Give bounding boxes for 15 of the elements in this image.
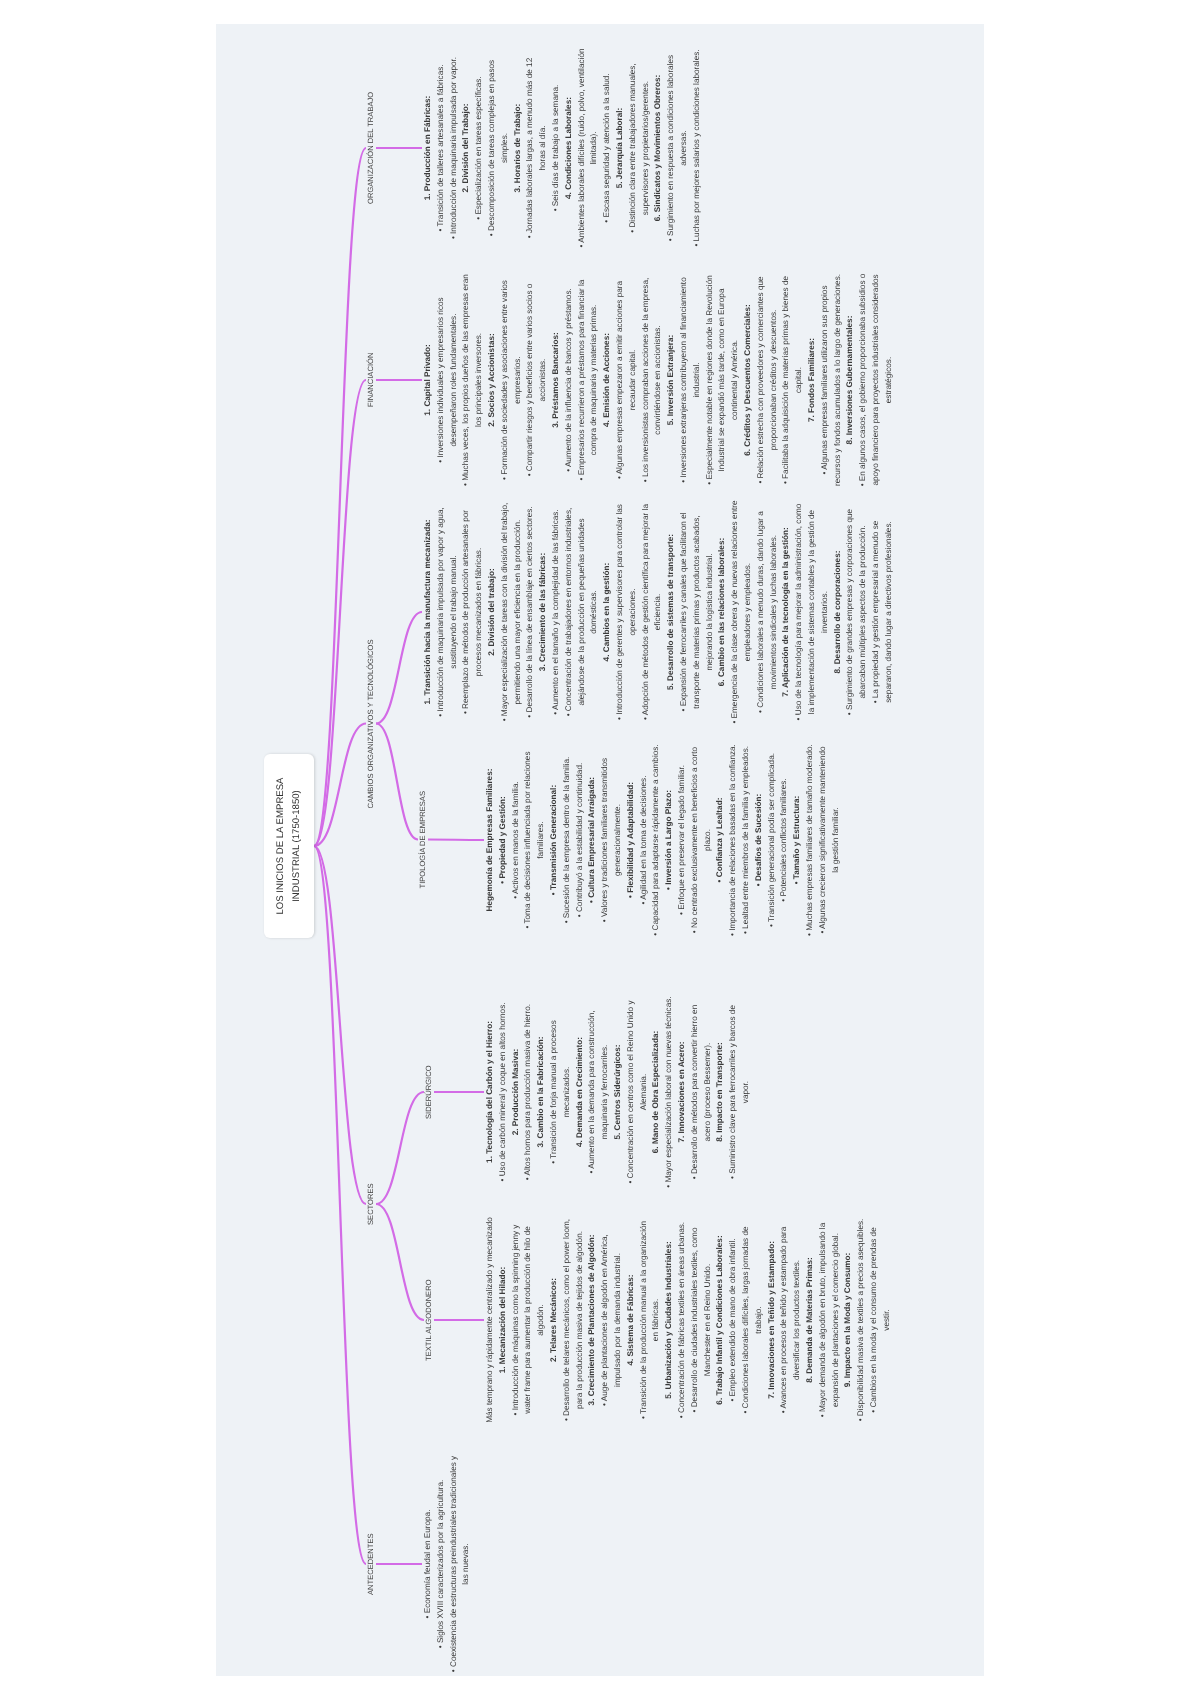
connector-line (376, 1562, 422, 1566)
connector-line (313, 845, 367, 1565)
connector-line (313, 722, 367, 848)
connector-line (313, 845, 367, 1205)
connector-line (375, 1203, 425, 1321)
connector-line (428, 838, 484, 842)
connector-line (434, 1090, 484, 1094)
connector-line (375, 1090, 425, 1206)
connector-line (376, 378, 422, 382)
connector-line (313, 147, 367, 847)
connector-line (375, 611, 423, 725)
connector-line (313, 379, 367, 847)
connector-line (376, 146, 422, 150)
connector-line (375, 722, 419, 841)
connector-line (434, 1318, 484, 1322)
